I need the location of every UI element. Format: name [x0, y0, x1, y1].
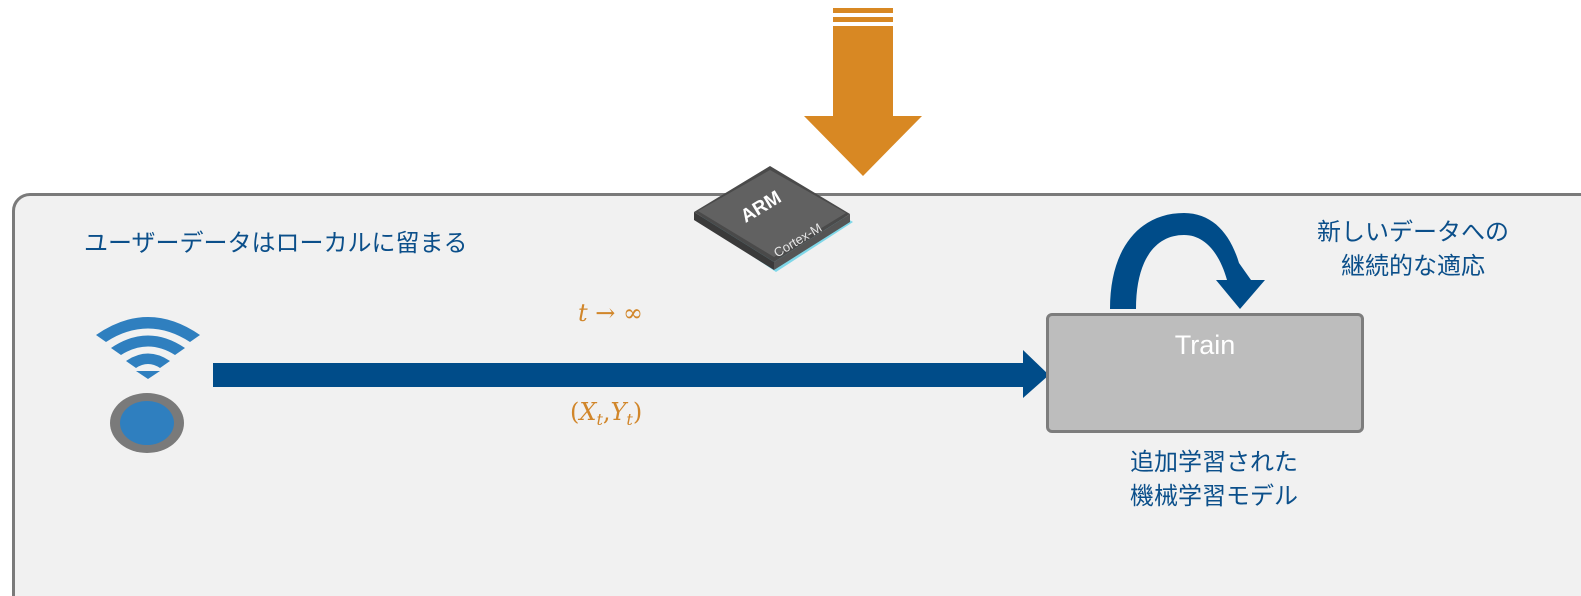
- adaptation-line-1: 新しいデータへの: [1317, 218, 1509, 246]
- time-symbol: t: [578, 299, 588, 327]
- local-data-caption: ユーザーデータはローカルに留まる: [84, 229, 468, 257]
- wifi-icon: [96, 317, 200, 379]
- pair-close: ): [632, 398, 643, 426]
- pair-separator: ,: [602, 398, 611, 426]
- model-line-1: 追加学習された: [1130, 448, 1298, 476]
- time-limit-label: t → ∞: [578, 299, 643, 327]
- chip-icon: ARM Cortex-M: [694, 166, 853, 272]
- y-variable: Y: [610, 398, 627, 426]
- sensor-icon: [110, 393, 184, 453]
- train-label: Train: [1174, 330, 1236, 360]
- x-subscript: t: [596, 410, 603, 429]
- model-line-2: 機械学習モデル: [1130, 482, 1298, 510]
- x-variable: X: [579, 398, 597, 426]
- pair-open: (: [570, 398, 580, 426]
- limit-text: → ∞: [595, 299, 644, 327]
- adaptation-caption: 新しいデータへの 継続的な適応: [1288, 215, 1538, 283]
- loop-arrow-icon: [1110, 213, 1265, 309]
- model-caption: 追加学習された 機械学習モデル: [1084, 445, 1344, 513]
- data-stream-arrow: [213, 350, 1049, 398]
- y-subscript: t: [626, 410, 633, 429]
- adaptation-line-2: 継続的な適応: [1341, 252, 1485, 280]
- data-pair-label: (Xt,Yt): [570, 398, 642, 429]
- train-box: Train: [1046, 313, 1364, 433]
- down-arrow-icon: [804, 8, 922, 176]
